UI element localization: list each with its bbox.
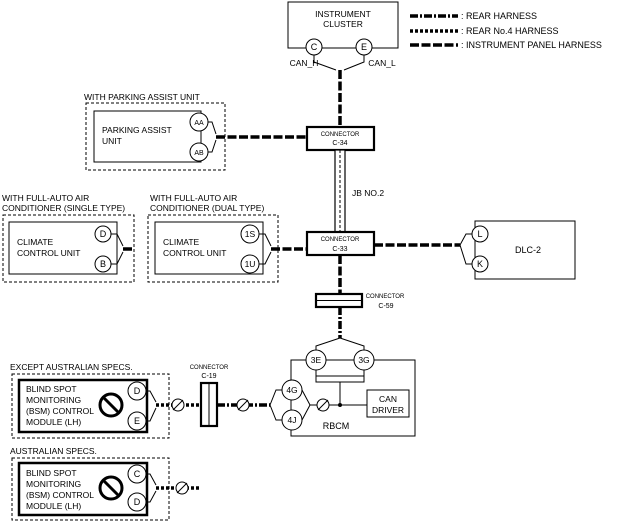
bsm-aus-name-line4: MODULE (LH) [26, 501, 81, 511]
can-h-label: CAN_H [290, 58, 319, 68]
connector-c34: CONNECTOR C-34 [305, 125, 376, 152]
connector-c34-id: C-34 [332, 140, 347, 147]
rbcm: 3E 3G 4G 4J RBCM CAN DRIVER [281, 349, 416, 437]
climate-dual-option-line1: WITH FULL-AUTO AIR [150, 193, 237, 203]
bsm-except-option-label: EXCEPT AUSTRALIAN SPECS. [10, 362, 133, 372]
climate-dual-option-line2: CONDITIONER (DUAL TYPE) [150, 203, 264, 213]
climate-single-option-line1: WITH FULL-AUTO AIR [2, 193, 89, 203]
rbcm-pin-3g: 3G [358, 355, 369, 365]
rbcm-label: RBCM [323, 421, 350, 431]
parking-pin-ab: AB [194, 150, 204, 157]
twisted-pair-icon [236, 398, 250, 412]
cluster-title-line1: INSTRUMENT [315, 9, 371, 19]
rbcm-pin-4j: 4J [288, 415, 297, 425]
bsm-aus-option-label: AUSTRALIAN SPECS. [10, 446, 97, 456]
bsm-except-pin-d: D [134, 386, 141, 396]
cluster-title-line2: CLUSTER [323, 19, 363, 29]
connector-c33-label: CONNECTOR [321, 237, 360, 243]
connector-c19-id: C-19 [201, 373, 216, 380]
bsm-australian-group: AUSTRALIAN SPECS. BLIND SPOT MONITORING … [10, 446, 170, 521]
legend-instrument-panel-harness: : INSTRUMENT PANEL HARNESS [461, 40, 602, 50]
no-symbol-icon [98, 392, 124, 418]
twisted-pair-icon [171, 398, 185, 412]
dlc2-label: DLC-2 [515, 245, 541, 255]
connector-c59-label: CONNECTOR [366, 294, 405, 300]
climate-dual-group: WITH FULL-AUTO AIR CONDITIONER (DUAL TYP… [147, 193, 279, 283]
legend-rear-harness: : REAR HARNESS [461, 11, 537, 21]
bsm-aus-name-line1: BLIND SPOT [26, 468, 77, 478]
jb-no2: JB NO.2 [334, 149, 384, 233]
can-driver-label-line2: DRIVER [372, 405, 404, 415]
connector-c59-id: C-59 [378, 303, 393, 310]
parking-assist-name-line1: PARKING ASSIST [102, 125, 172, 135]
bsm-aus-name-line2: MONITORING [26, 479, 81, 489]
instrument-cluster: INSTRUMENT CLUSTER C E CAN_H CAN_L [287, 1, 399, 68]
bsm-aus-pin-d: D [134, 497, 141, 507]
bsm-except-name-line4: MODULE (LH) [26, 417, 81, 427]
no-symbol-icon [98, 475, 124, 501]
climate-dual-name-line1: CLIMATE [163, 237, 200, 247]
connector-c19-label: CONNECTOR [190, 365, 229, 371]
parking-assist-option-label: WITH PARKING ASSIST UNIT [84, 92, 200, 102]
bsm-aus-name-line3: (BSM) CONTROL [26, 490, 94, 500]
dlc2: DLC-2 L K [471, 220, 576, 280]
rbcm-pin-3e: 3E [311, 355, 322, 365]
twisted-pair-icon [175, 481, 189, 495]
climate-single-pin-b: B [100, 259, 106, 269]
legend-rear-no4-harness: : REAR No.4 HARNESS [461, 26, 559, 36]
parking-assist-name-line2: UNIT [102, 136, 122, 146]
connector-c33: CONNECTOR C-33 [305, 230, 376, 257]
climate-single-pin-d: D [100, 229, 107, 239]
legend: : REAR HARNESS : REAR No.4 HARNESS : INS… [410, 11, 602, 50]
connector-c59: CONNECTOR C-59 [314, 292, 405, 310]
connector-c33-id: C-33 [332, 246, 347, 253]
bsm-aus-pin-c: C [134, 469, 141, 479]
climate-dual-pin-1s: 1S [245, 229, 256, 239]
connector-c34-label: CONNECTOR [321, 132, 360, 138]
dlc2-pin-k: K [477, 259, 483, 269]
climate-dual-name-line2: CONTROL UNIT [163, 248, 226, 258]
connector-c19: CONNECTOR C-19 [190, 365, 229, 428]
climate-dual-pin-1u: 1U [245, 259, 256, 269]
bsm-except-name-line3: (BSM) CONTROL [26, 406, 94, 416]
jb-no2-label: JB NO.2 [352, 188, 384, 198]
climate-single-name-line2: CONTROL UNIT [17, 248, 80, 258]
climate-single-group: WITH FULL-AUTO AIR CONDITIONER (SINGLE T… [2, 193, 135, 283]
bsm-except-name-line2: MONITORING [26, 395, 81, 405]
cluster-pin-c: C [311, 42, 318, 52]
can-l-label: CAN_L [368, 58, 396, 68]
parking-pin-aa: AA [194, 120, 204, 127]
climate-single-option-line2: CONDITIONER (SINGLE TYPE) [2, 203, 125, 213]
twisted-pair-icon [316, 398, 330, 412]
dlc2-pin-l: L [477, 229, 482, 239]
bsm-except-pin-e: E [134, 416, 140, 426]
parking-assist-group: WITH PARKING ASSIST UNIT PARKING ASSIST … [84, 92, 226, 171]
rbcm-pin-4g: 4G [286, 385, 297, 395]
climate-single-name-line1: CLIMATE [17, 237, 54, 247]
bsm-except-name-line1: BLIND SPOT [26, 384, 77, 394]
can-driver-label-line1: CAN [379, 394, 397, 404]
bsm-except-australian-group: EXCEPT AUSTRALIAN SPECS. BLIND SPOT MONI… [10, 362, 170, 439]
cluster-pin-e: E [361, 42, 367, 52]
